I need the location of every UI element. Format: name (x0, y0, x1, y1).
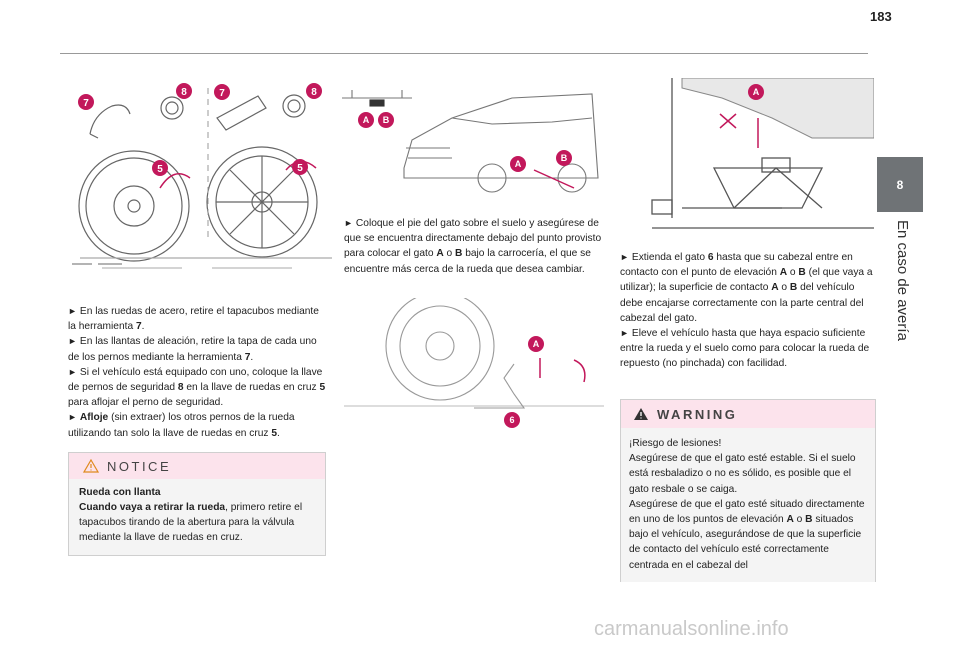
warning-triangle-icon (83, 459, 99, 473)
warning-header: WARNING (621, 400, 875, 428)
column-3-text: ►Extienda el gato 6 hasta que su cabezal… (620, 250, 876, 372)
notice-title: NOTICE (107, 458, 172, 474)
warning-body: ¡Riesgo de lesiones! Asegúrese de que el… (629, 438, 865, 571)
list-item: ►En las ruedas de acero, retire el tapac… (68, 306, 319, 333)
label-a2: A (515, 159, 522, 169)
watermark: carmanualsonline.info (594, 618, 789, 640)
list-item: ►Coloque el pie del gato sobre el suelo … (344, 218, 602, 275)
label-6: 6 (509, 415, 514, 425)
wheel-cover-removal-figure: 7 8 7 8 5 5 (72, 83, 332, 269)
label-5b: 5 (297, 163, 303, 174)
jack-under-wheel-figure: A 6 (344, 298, 604, 428)
chapter-number: 8 (896, 177, 904, 192)
list-item: ►Extienda el gato 6 hasta que su cabezal… (620, 252, 873, 324)
notice-body: Rueda con llanta Cuando vaya a retirar l… (79, 487, 303, 543)
label-a: A (753, 87, 760, 97)
list-item: ►Si el vehículo está equipado con uno, c… (68, 366, 326, 409)
warning-box: WARNING ¡Riesgo de lesiones! Asegúrese d… (620, 399, 876, 582)
jack-lifting-figure: A (651, 78, 874, 229)
column-2-text: ►Coloque el pie del gato sobre el suelo … (344, 216, 602, 277)
label-a: A (363, 115, 370, 125)
label-b: B (383, 115, 390, 125)
label-7b: 7 (219, 88, 225, 99)
notice-header: NOTICE (69, 453, 325, 479)
label-8b: 8 (311, 87, 317, 98)
label-5a: 5 (157, 164, 163, 175)
label-7a: 7 (83, 98, 89, 109)
label-b2: B (561, 153, 568, 163)
notice-box: NOTICE Rueda con llanta Cuando vaya a re… (68, 452, 326, 556)
list-item: ►Eleve el vehículo hasta que haya espaci… (620, 328, 870, 370)
chapter-title: En caso de avería (894, 220, 911, 341)
warning-triangle-icon (634, 408, 648, 420)
jack-position-car-figure: A B A B (342, 90, 599, 193)
warning-title: WARNING (657, 406, 738, 422)
list-item: ►Afloje (sin extraer) los otros pernos d… (68, 412, 295, 439)
list-item: ►En las llantas de aleación, retire la t… (68, 336, 317, 363)
chapter-tab[interactable]: 8 (877, 157, 923, 212)
label-a: A (533, 339, 540, 349)
label-8a: 8 (181, 87, 187, 98)
column-1-text: ►En las ruedas de acero, retire el tapac… (68, 304, 326, 441)
page-number: 183 (870, 9, 892, 24)
header-rule (60, 53, 868, 54)
